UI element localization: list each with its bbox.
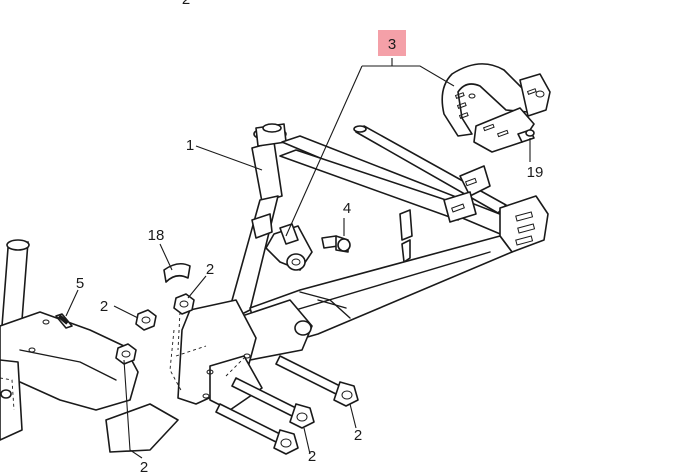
clamp-bracket (265, 223, 313, 271)
plate-18 (163, 262, 191, 283)
callout-4: 4 (343, 200, 351, 217)
callout-3-highlight: 3 (378, 30, 406, 56)
callout-2-a: 2 (206, 261, 214, 278)
nut-left-lower (115, 343, 137, 365)
long-bolt-middle (231, 377, 315, 429)
callout-18: 18 (148, 227, 165, 244)
nut-right-upper (173, 293, 195, 315)
nut-left-upper (135, 309, 157, 331)
callout-2-f: 2 (182, 0, 190, 8)
leader-lines (65, 58, 531, 459)
long-bolt-lower (215, 403, 299, 455)
callout-2-c: 2 (354, 427, 362, 444)
main-frame (169, 123, 549, 411)
frame-detail-left (0, 239, 179, 453)
rear-carrier (441, 63, 551, 153)
callout-2-d: 2 (308, 448, 316, 465)
bolt-4 (321, 235, 351, 253)
callout-5: 5 (76, 275, 84, 292)
callout-19: 19 (527, 164, 544, 181)
pin-5 (55, 313, 73, 329)
callout-2-b: 2 (100, 298, 108, 315)
callout-2-e: 2 (140, 459, 148, 475)
callout-3: 3 (388, 36, 396, 53)
long-bolt-upper (275, 355, 359, 407)
callout-1: 1 (186, 137, 194, 154)
